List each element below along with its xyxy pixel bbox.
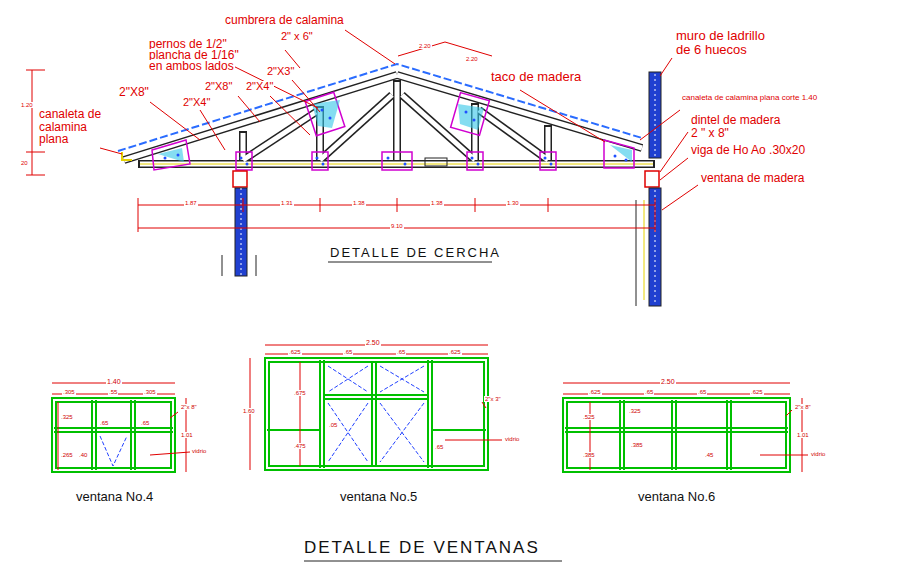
dimension-text: .65 (140, 420, 150, 426)
window-frames (52, 345, 808, 472)
title-text: DETALLE DE CERCHA (330, 246, 501, 260)
callout-text: 2"X8" (118, 86, 150, 99)
dimension-text: 1.40 (106, 378, 122, 385)
truss (118, 64, 661, 306)
callout-text: 2"x 3" (484, 396, 502, 402)
callout-text: 2"X4" (245, 81, 274, 93)
dimension-text: .55 (108, 389, 118, 395)
callout-text: vidrio (504, 436, 520, 442)
dimension-text: .305 (143, 389, 157, 395)
dimension-text: 1.01 (796, 432, 810, 438)
dimension-text: .625 (588, 389, 602, 395)
callout-text: canaleta de calamina plana (38, 108, 112, 146)
dimension-text: 9.10 (390, 223, 404, 229)
caption-text: ventana No.4 (76, 490, 153, 504)
dimension-text: .675 (293, 390, 307, 396)
dimension-text: 2.50 (365, 339, 381, 346)
dimension-text: .65 (434, 444, 444, 450)
dimension-text: 1.30 (506, 200, 520, 206)
title-text: DETALLE DE VENTANAS (304, 539, 540, 557)
dimension-text: .65 (697, 389, 707, 395)
callout-text: vidrio (191, 448, 207, 454)
callout-text: taco de madera (490, 70, 582, 84)
dimension-lines (26, 30, 698, 232)
dimension-text: .625 (448, 349, 462, 355)
caption-text: ventana No.6 (638, 490, 715, 504)
dimension-text: .385 (582, 452, 596, 458)
dimension-text: 1.01 (180, 432, 194, 438)
dimension-text: 1.38 (430, 200, 444, 206)
dimension-text: .265 (60, 452, 74, 458)
dimension-text: .325 (628, 408, 642, 414)
callout-text: dintel de madera (690, 114, 781, 127)
dimension-text: .65 (99, 420, 109, 426)
dimension-text: .40 (78, 452, 88, 458)
callout-text: 2"x 8" (794, 404, 812, 410)
dimension-text: .65 (396, 349, 406, 355)
dimension-text: .65 (343, 349, 353, 355)
dimension-text: .625 (288, 349, 302, 355)
dimension-text: .305 (62, 389, 76, 395)
dimension-text: .45 (704, 452, 714, 458)
dimension-text: 1.31 (280, 200, 294, 206)
callout-text: 2 " x 8" (690, 127, 730, 140)
dimension-text: 1.20 (20, 102, 34, 108)
dimension-text: .65 (644, 389, 654, 395)
callout-text: cumbrera de calamina (224, 14, 345, 27)
dimension-text: 1.38 (352, 200, 366, 206)
callout-text: viga de Ho Ao .30x20 (690, 144, 806, 157)
callout-text: 2" x 6" (280, 31, 314, 43)
dimension-text: 1.60 (242, 408, 256, 414)
callout-text: canaleta de calamina plana corte 1.40 (681, 94, 818, 102)
caption-text: ventana No.5 (340, 490, 417, 504)
dimension-text: 2.20 (418, 43, 432, 49)
dimension-text: .385 (630, 442, 644, 448)
callout-text: vidrio (810, 451, 826, 457)
callout-text: en ambos lados (148, 60, 235, 73)
dimension-text: .625 (750, 389, 764, 395)
callout-text: 2"x 8" (180, 404, 198, 410)
dimension-text: .05 (328, 422, 338, 428)
callout-text: muro de ladrillo de 6 huecos (675, 29, 782, 56)
dimension-text: 2.20 (465, 56, 479, 62)
callout-text: ventana de madera (700, 172, 805, 185)
dimension-text: 2.50 (660, 378, 676, 385)
dimension-text: .475 (293, 443, 307, 449)
dimension-text: 1.87 (184, 200, 198, 206)
dimension-text: 20 (20, 160, 29, 166)
callout-text: 2"X4" (182, 97, 211, 109)
dimension-text: .325 (60, 414, 74, 420)
callout-text: 2"X8" (204, 81, 233, 93)
dimension-text: .525 (582, 414, 596, 420)
callout-text: 2"X3" (266, 66, 295, 78)
